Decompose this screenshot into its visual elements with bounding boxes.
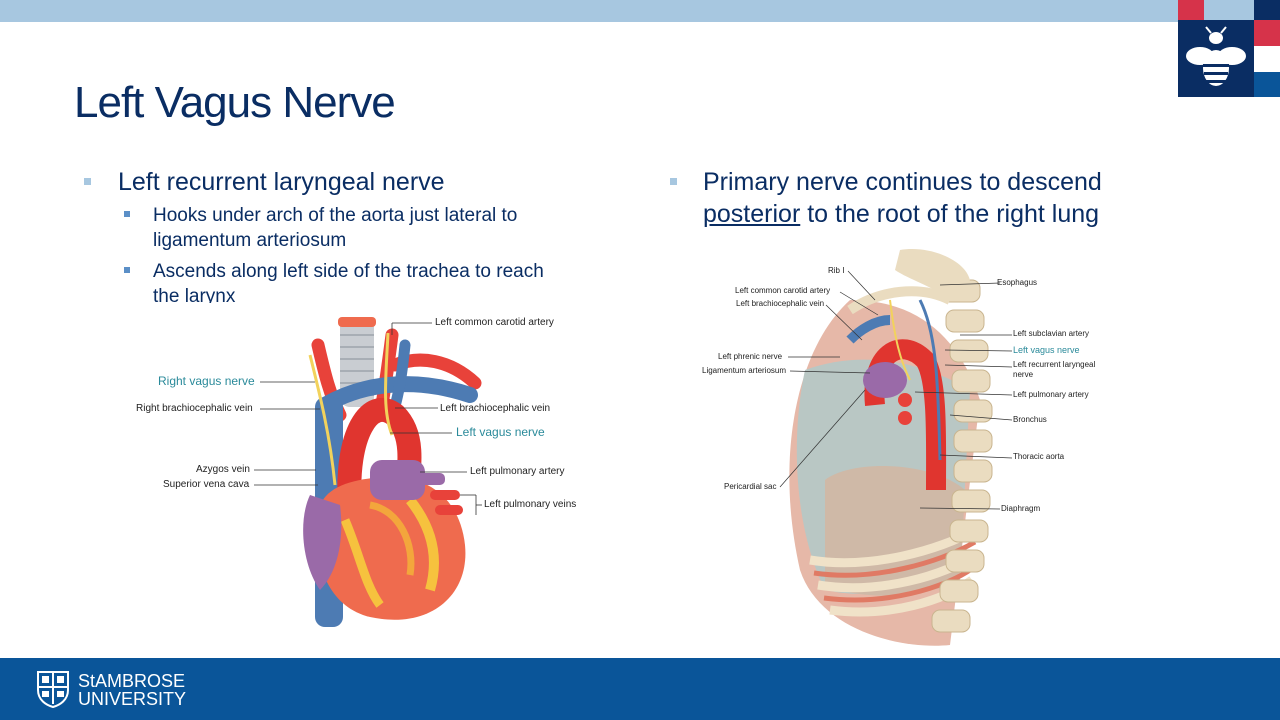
label-lpa: Left pulmonary artery <box>1013 390 1089 399</box>
sub-bullet-2-line2: the larynx <box>153 286 236 303</box>
heart-illustration <box>303 317 482 627</box>
right-bullet-line2-rest: to the root of the right lung <box>800 200 1100 228</box>
bullet-marker <box>670 178 677 185</box>
label-lpn: Left phrenic nerve <box>718 352 783 361</box>
thorax-illustration <box>789 249 993 646</box>
corner-logo <box>1178 0 1280 97</box>
left-bullet-text: Left recurrent laryngeal nerve <box>118 168 445 196</box>
thorax-leader-lines <box>779 270 1013 510</box>
heart-leader-lines <box>254 322 482 515</box>
label-rib: Rib I <box>828 266 845 275</box>
sub-bullet-1-line2: ligamentum arteriosum <box>153 230 347 251</box>
label-left-brachiocephalic: Left brachiocephalic vein <box>440 403 551 414</box>
bullet-marker <box>84 178 91 185</box>
footer-bar <box>0 658 1280 720</box>
university-line2: UNIVERSITY <box>78 689 187 709</box>
underlined-posterior: posterior <box>703 200 801 228</box>
label-diaphragm: Diaphragm <box>1001 504 1041 513</box>
thorax-figure: Rib I Left common carotid artery Left br… <box>700 240 1120 652</box>
sub-bullet-2-clip: Ascends along left side of the trachea t… <box>150 258 620 303</box>
heart-figure: Left common carotid artery Right vagus n… <box>130 305 610 635</box>
label-ta: Thoracic aorta <box>1013 452 1065 461</box>
slide-title: Left Vagus Nerve <box>74 78 396 127</box>
label-left-pulm-veins: Left pulmonary veins <box>484 499 577 510</box>
top-bar <box>0 0 1280 22</box>
label-lcca: Left common carotid artery <box>735 286 831 295</box>
label-left-vagus: Left vagus nerve <box>456 425 545 439</box>
label-ps: Pericardial sac <box>724 482 777 491</box>
label-lsa: Left subclavian artery <box>1013 329 1090 338</box>
right-bullet-line1: Primary nerve continues to descend <box>703 168 1102 196</box>
label-esophagus: Esophagus <box>997 278 1038 287</box>
label-right-vagus: Right vagus nerve <box>158 374 255 388</box>
sub-bullet-marker <box>124 211 130 217</box>
label-lbv: Left brachiocephalic vein <box>736 299 825 308</box>
label-lvn: Left vagus nerve <box>1013 345 1080 355</box>
label-left-common-carotid: Left common carotid artery <box>435 317 554 328</box>
label-lrln-1: Left recurrent laryngeal <box>1013 360 1096 369</box>
right-bullet-line2: posterior to the root of the right lung <box>703 198 1099 230</box>
label-svc: Superior vena cava <box>163 479 250 490</box>
university-line1: StAMBROSE <box>78 671 186 691</box>
label-azygos: Azygos vein <box>196 464 250 475</box>
sub-bullet-marker <box>124 267 130 273</box>
label-lrln-2: nerve <box>1013 370 1034 379</box>
label-left-pulm-artery: Left pulmonary artery <box>470 466 565 477</box>
sub-bullet-1-line1: Hooks under arch of the aorta just later… <box>153 205 518 226</box>
label-bronchus: Bronchus <box>1013 415 1047 424</box>
bee-icon <box>1186 26 1246 86</box>
crest-icon <box>37 671 69 708</box>
sub-bullet-2-line1: Ascends along left side of the trachea t… <box>153 261 544 282</box>
label-lig: Ligamentum arteriosum <box>702 366 787 375</box>
university-name: StAMBROSE UNIVERSITY <box>78 672 186 708</box>
label-right-brachiocephalic: Right brachiocephalic vein <box>136 403 253 414</box>
